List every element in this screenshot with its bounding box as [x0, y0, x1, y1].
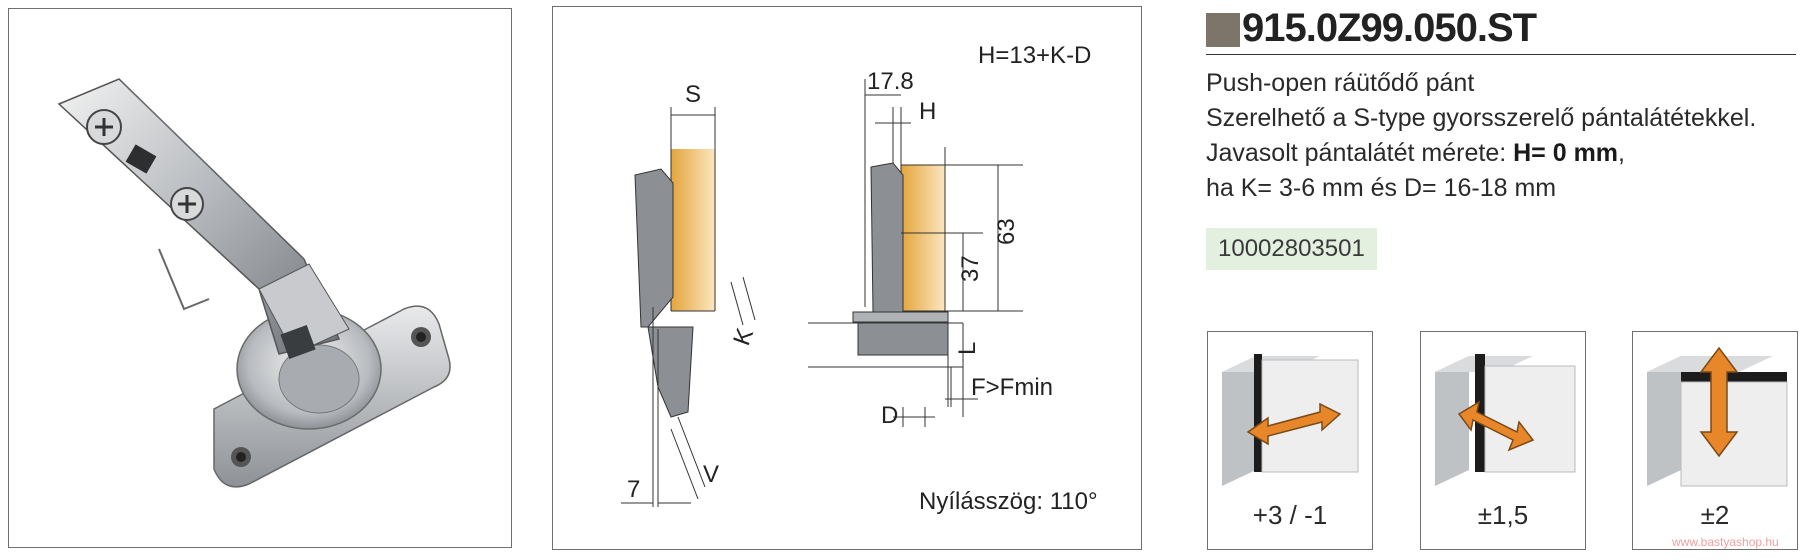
hinge-photo — [57, 78, 451, 488]
hinge-photo-panel — [8, 8, 512, 548]
adjustment-side-label: +3 / -1 — [1252, 500, 1328, 530]
dim-h-label: H — [919, 98, 936, 125]
description-line-3-prefix: Javasolt pántalátét mérete: — [1206, 139, 1514, 167]
depth-arrow-icon — [1435, 354, 1576, 486]
adjustment-height-label: ±2 — [1700, 500, 1730, 530]
product-title-row: 915.0Z99.050.ST — [1206, 4, 1796, 55]
product-description: Push-open ráütődő pánt Szerelhető a S-ty… — [1206, 66, 1796, 206]
horizontal-arrow-icon — [1222, 354, 1359, 486]
accent-square — [1206, 13, 1240, 47]
dim-7-label: 7 — [627, 476, 640, 503]
description-line-4: ha K= 3-6 mm és D= 16-18 mm — [1206, 174, 1557, 202]
dim-f-label: F>Fmin — [971, 374, 1053, 401]
dim-63-label: 63 — [993, 218, 1020, 245]
vertical-arrow-icon — [1647, 346, 1788, 487]
description-line-1: Push-open ráütődő pánt — [1206, 69, 1475, 97]
adjustment-side-panel: +3 / -1 — [1207, 331, 1373, 550]
dim-k-label: K — [728, 325, 759, 349]
formula-label: H=13+K-D — [978, 42, 1091, 69]
dim-s-label: S — [685, 81, 701, 108]
article-number: 10002803501 — [1206, 228, 1377, 270]
description-line-3: Javasolt pántalátét mérete: H= 0 mm, — [1206, 136, 1796, 171]
technical-drawing-panel: H=13+K-D S 17.8 H 63 37 K L D F>Fmin 7 V… — [552, 6, 1142, 550]
opening-angle-label: Nyílásszög: 110° — [919, 488, 1098, 515]
description-line-3-suffix: , — [1618, 139, 1625, 167]
dim-d-label: D — [881, 402, 898, 429]
dim-37-label: 37 — [957, 255, 984, 282]
dim-l-label: L — [954, 342, 981, 355]
adjustment-depth-panel: ±1,5 — [1420, 331, 1586, 550]
adjustment-height-panel: ±2 — [1632, 331, 1798, 550]
watermark: www.bastyashop.hu — [1672, 535, 1779, 549]
technical-drawing: H=13+K-D S 17.8 H 63 37 K L D F>Fmin 7 V… — [621, 42, 1098, 515]
recommended-size-value: H= 0 mm — [1513, 139, 1619, 167]
dim-17-8-label: 17.8 — [867, 68, 914, 95]
product-code: 915.0Z99.050.ST — [1242, 6, 1537, 50]
dim-v-label: V — [703, 461, 719, 488]
adjustment-depth-label: ±1,5 — [1477, 500, 1529, 530]
description-line-2: Szerelhető a S-type gyorsszerelő pántalá… — [1206, 104, 1757, 132]
